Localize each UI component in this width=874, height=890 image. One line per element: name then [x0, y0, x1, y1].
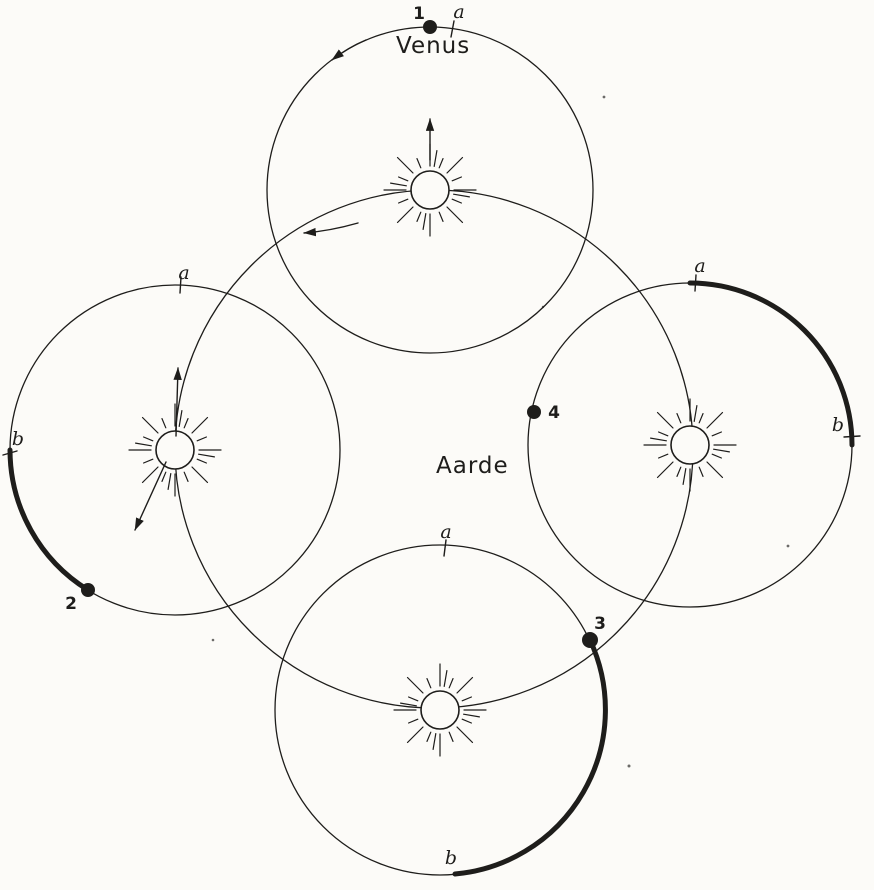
arc-mark-left-a: a [178, 262, 189, 284]
tick-a-left [179, 276, 182, 294]
position-label-1: 1 [413, 4, 425, 24]
venus-orbit-left: a b 2 [2, 262, 341, 616]
arc-mark-bottom-a: a [440, 521, 451, 543]
scan-speckle [786, 544, 790, 548]
sun-deferent-circle [174, 189, 694, 709]
tick-b-right [843, 435, 861, 438]
visible-arc-right [687, 280, 855, 448]
position-label-2: 2 [65, 594, 77, 614]
tick-a-bottom [443, 539, 447, 557]
sun-icon [128, 403, 222, 497]
sun-motion-arrow [303, 222, 359, 237]
position-label-3: 3 [594, 614, 606, 634]
venus-position-dot-1 [423, 20, 437, 34]
visible-arc-bottom [452, 637, 608, 877]
scan-speckle [627, 764, 631, 768]
venus-orbit-right: a b 4 [527, 255, 861, 608]
arc-mark-right-a: a [694, 255, 705, 277]
tick-a-top [450, 20, 455, 38]
sun-icon [643, 398, 737, 492]
venus-position-dot-3 [582, 632, 598, 648]
arc-mark-bottom-b: b [445, 847, 457, 869]
venus-orbit-top: 1 a Venus [266, 1, 594, 354]
arc-mark-left-b: b [12, 428, 24, 450]
scan-speckle [541, 305, 545, 309]
arc-mark-right-b: b [832, 414, 844, 436]
scan-speckle [602, 95, 606, 99]
tick-b-left [2, 450, 18, 456]
venus-motion-arrow [331, 39, 367, 61]
venus-position-dot-4 [527, 405, 541, 419]
scan-speckles [211, 95, 790, 768]
sun-up-arrow [173, 367, 182, 437]
scan-speckle [211, 638, 215, 642]
sun-icon [393, 663, 487, 757]
tick-a-right [694, 274, 697, 292]
sun-diagonal-arrow [134, 461, 167, 531]
position-label-4: 4 [548, 403, 560, 423]
arc-mark-top-a: a [453, 1, 464, 23]
venus-orbit-bottom: a b 3 [274, 521, 608, 877]
venus-label: Venus [396, 33, 470, 59]
venus-position-dot-2 [81, 583, 95, 597]
earth-label: Aarde [436, 453, 509, 479]
visible-arc-left [7, 447, 91, 593]
